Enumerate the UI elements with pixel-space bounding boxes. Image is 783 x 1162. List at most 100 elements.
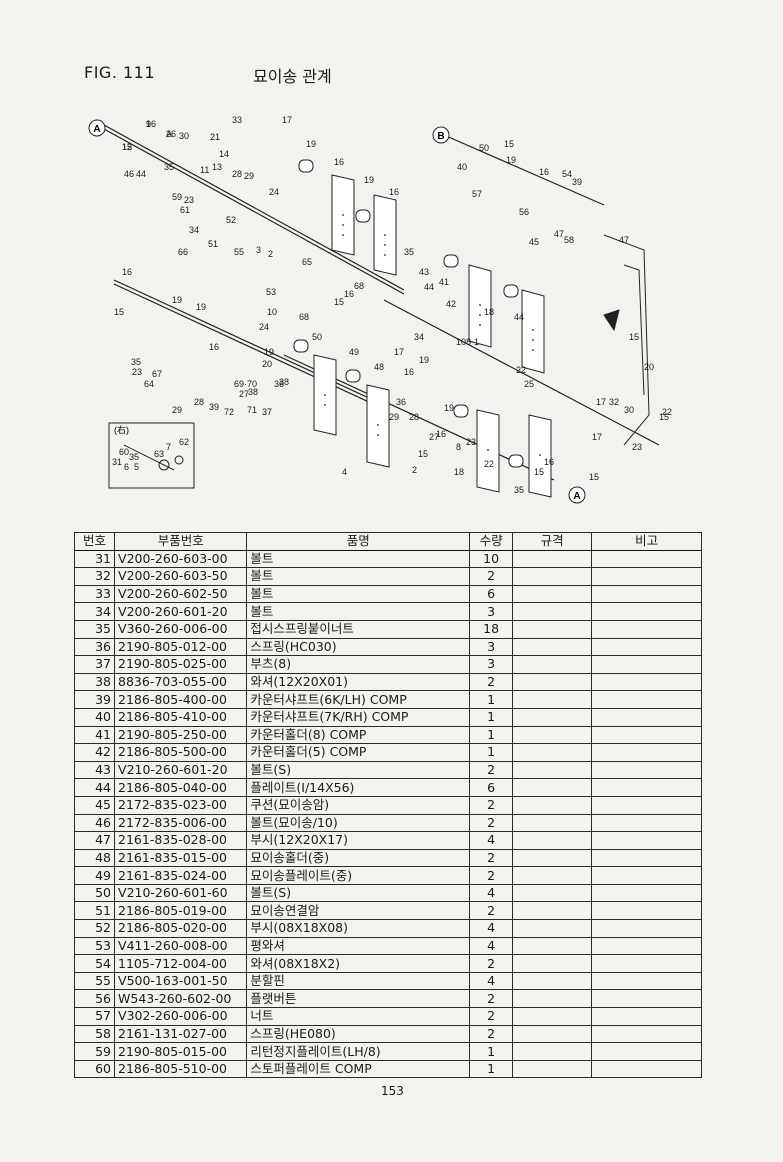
callout-number: 22: [662, 407, 672, 417]
callout-number: 17: [394, 347, 404, 357]
callout-number: 36: [274, 379, 284, 389]
part-number-cell: 59: [73, 1042, 116, 1061]
part-number-cell: 34: [73, 602, 116, 621]
callout-number: 35: [129, 452, 139, 462]
table-header-row: 번호 부품번호 품명 수량 규격 비고: [73, 532, 702, 551]
callout-number: 31: [112, 457, 122, 467]
callout-number: 40: [457, 162, 467, 172]
callout-number: 39: [209, 402, 219, 412]
callout-number: 16: [404, 367, 414, 377]
part-name-cell: 리턴정지플레이트(LH/8): [246, 1042, 471, 1061]
callout-number: 28: [409, 412, 419, 422]
part-code-cell: V411-260-008-00: [114, 936, 248, 956]
callout-number: 19: [444, 403, 454, 413]
callout-number: 38: [248, 387, 258, 397]
callout-number: 38: [279, 377, 289, 387]
note-cell: [591, 1024, 702, 1044]
note-cell: [591, 567, 702, 586]
callout-number: 16: [544, 457, 554, 467]
spec-cell: [512, 1059, 593, 1079]
part-number-cell: 40: [73, 707, 116, 727]
callout-number: 25: [524, 379, 534, 389]
callout-number: 68: [354, 281, 364, 291]
part-number-cell: 45: [73, 795, 116, 815]
part-name-cell: 와셔(08X18X2): [246, 954, 471, 973]
inset-box: [108, 422, 195, 489]
callout-number: 18: [484, 307, 494, 317]
part-number-cell: 52: [73, 919, 116, 938]
part-number-cell: 58: [73, 1024, 116, 1044]
svg-text:A: A: [93, 124, 100, 135]
callout-number: 39: [572, 177, 582, 187]
callout-number: 35: [404, 247, 414, 257]
part-name-cell: 쿠션(묘이송암): [246, 795, 471, 815]
part-number-cell: 44: [73, 778, 116, 797]
spec-cell: [512, 901, 593, 921]
note-cell: [591, 1042, 702, 1061]
part-name-cell: 볼트(S): [246, 760, 471, 780]
spec-cell: [512, 760, 593, 780]
part-number-cell: 53: [73, 936, 116, 956]
callout-number: 61: [180, 205, 190, 215]
part-code-cell: 8836-703-055-00: [114, 672, 248, 692]
callout-number: 34: [189, 225, 199, 235]
part-code-cell: V200-260-601-20: [114, 602, 248, 621]
callout-number: 19: [506, 155, 516, 165]
note-cell: [591, 690, 702, 709]
note-cell: [591, 866, 702, 885]
part-name-cell: 스토퍼플레이트 COMP: [246, 1059, 471, 1079]
note-cell: [591, 971, 702, 991]
part-name-cell: 플랫버튼: [246, 989, 471, 1009]
part-code-cell: 2186-805-019-00: [114, 901, 248, 921]
callout-number: 21: [210, 132, 220, 142]
callout-number: 19: [172, 295, 182, 305]
quantity-cell: 2: [469, 813, 514, 833]
callout-number: 63: [154, 449, 164, 459]
part-code-cell: 2161-835-015-00: [114, 848, 248, 868]
note-cell: [591, 760, 702, 780]
part-code-cell: 2190-805-012-00: [114, 637, 248, 657]
callout-number: 44: [514, 312, 524, 322]
spec-cell: [512, 567, 593, 586]
callout-number: 16: [146, 119, 156, 129]
quantity-cell: 2: [469, 901, 514, 921]
callout-number: 16: [334, 157, 344, 167]
rollers: [293, 159, 524, 468]
quantity-cell: 6: [469, 584, 514, 604]
part-number-cell: 57: [73, 1007, 116, 1026]
marker-a-bottom-icon: A: [568, 486, 586, 504]
quantity-cell: 18: [469, 619, 514, 639]
note-cell: [591, 795, 702, 815]
quantity-cell: 4: [469, 971, 514, 991]
callout-number: 36: [396, 397, 406, 407]
callout-number: 49: [349, 347, 359, 357]
part-code-cell: V200-260-603-00: [114, 549, 248, 569]
part-code-cell: 2186-805-020-00: [114, 919, 248, 938]
part-name-cell: 카운터홀더(5) COMP: [246, 743, 471, 762]
quantity-cell: 2: [469, 848, 514, 868]
callout-number: 16: [389, 187, 399, 197]
quantity-cell: 6: [469, 778, 514, 797]
callout-number: 32: [609, 397, 619, 407]
spec-cell: [512, 883, 593, 903]
note-cell: [591, 584, 702, 604]
inset-parts: [123, 444, 184, 471]
callout-number: 23: [466, 437, 476, 447]
part-code-cell: 2161-131-027-00: [114, 1024, 248, 1044]
callout-number: 10: [267, 307, 277, 317]
callout-number: 30: [179, 131, 189, 141]
part-number-cell: 41: [73, 725, 116, 745]
part-code-cell: V500-163-001-50: [114, 971, 248, 991]
callout-number: 50: [479, 143, 489, 153]
callout-number: 50: [312, 332, 322, 342]
note-cell: [591, 637, 702, 657]
quantity-cell: 10: [469, 549, 514, 569]
part-name-cell: 묘이송연결암: [246, 901, 471, 921]
part-name-cell: 부시(12X20X17): [246, 831, 471, 850]
callout-number: 23: [632, 442, 642, 452]
marker-b-icon: B: [432, 126, 450, 144]
callout-number: 15: [334, 297, 344, 307]
